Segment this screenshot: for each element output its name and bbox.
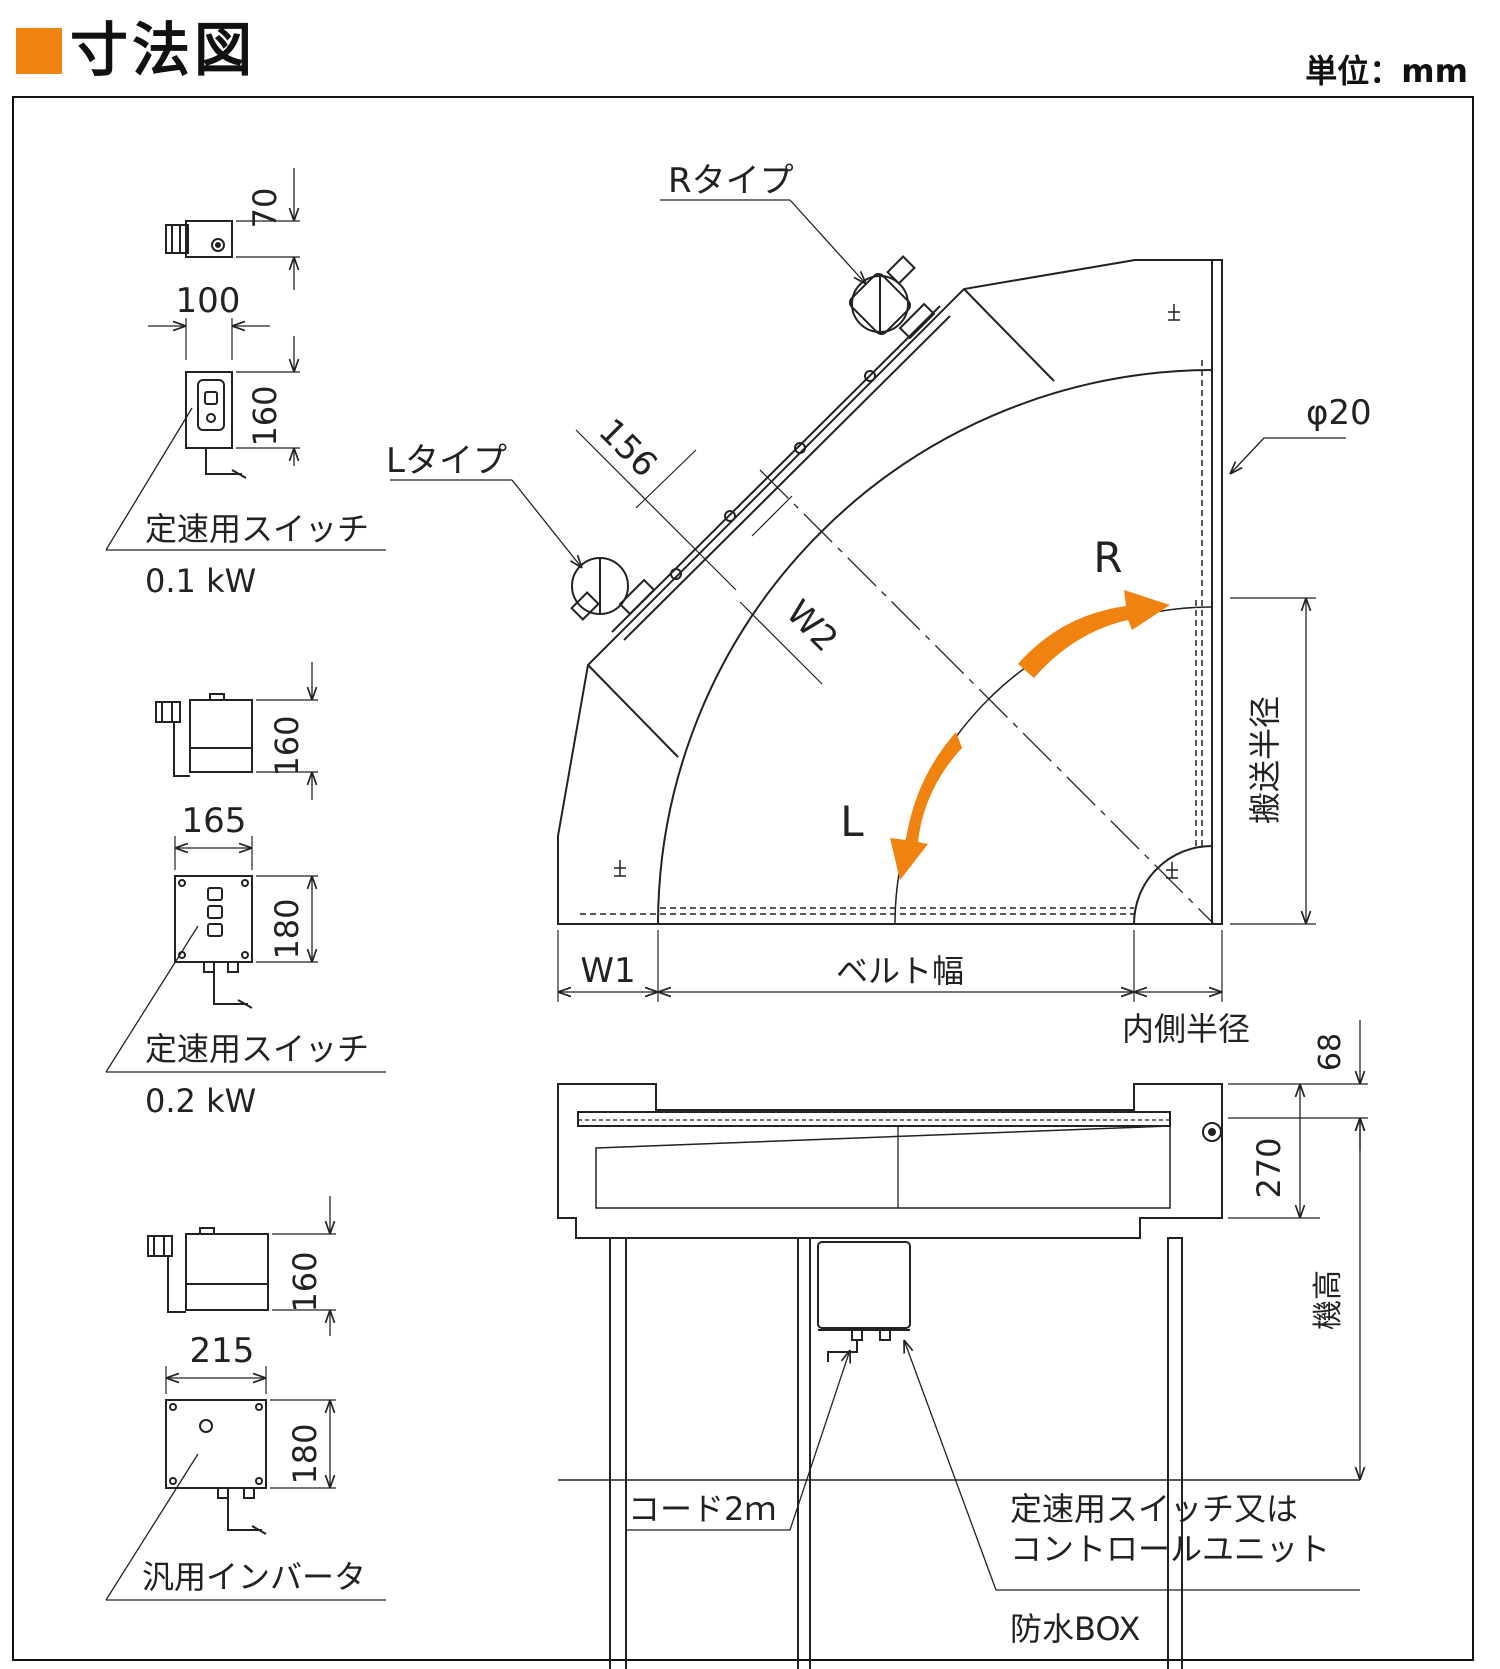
control-box	[817, 1241, 911, 1329]
machine-height-label: 機高	[1311, 1270, 1346, 1330]
unit-label: 単位：mm	[1305, 52, 1468, 90]
anchor-bolt-marks	[614, 304, 1180, 879]
belt-outer-arc	[657, 369, 1213, 925]
switch-01kw-drawing	[105, 168, 386, 551]
switch-01-top-bracket	[165, 224, 189, 254]
belt-width-label: ベルト幅	[836, 952, 964, 990]
switch-01-dim-100: 100	[176, 281, 241, 321]
waterproof-box-label: 防水BOX	[1010, 1610, 1140, 1648]
plan-dim-156: 156	[591, 411, 665, 485]
page-title: 寸法図	[70, 16, 257, 84]
switch-01-top-body	[185, 220, 233, 258]
plan-view	[390, 199, 1346, 1002]
side-dim-270: 270	[1250, 1137, 1288, 1198]
switch-label-line2: コントロールユニット	[1010, 1530, 1330, 1568]
direction-r-label: R	[1093, 533, 1122, 582]
switch-01-label: 定速用スイッチ	[145, 510, 369, 548]
switch-02-dim-165: 165	[182, 801, 247, 841]
switch-01-front-body	[185, 371, 233, 449]
cord-label: コード2ｍ	[628, 1490, 776, 1528]
inverter-dim-160: 160	[286, 1251, 324, 1312]
r-type-motor	[848, 255, 936, 340]
side-frame-outline	[557, 1083, 1223, 1239]
side-dim-68: 68	[1313, 1033, 1348, 1071]
title-marker	[16, 28, 62, 74]
inverter-front-body	[165, 1399, 267, 1489]
l-direction-arrow	[890, 732, 962, 880]
switch-02-dim-180: 180	[268, 898, 306, 959]
phi-20-label: φ20	[1306, 393, 1372, 433]
inverter-side-body	[185, 1233, 269, 1311]
switch-02kw-drawing	[105, 662, 386, 1073]
r-type-label: Rタイプ	[668, 161, 794, 201]
l-type-motor	[570, 557, 656, 621]
direction-arrows	[890, 590, 1170, 880]
inner-radius-arc	[1133, 845, 1213, 925]
inverter-drawing	[105, 1196, 386, 1601]
conveyor-frame-outline	[557, 259, 1223, 925]
inverter-dim-215: 215	[190, 1331, 255, 1371]
drawing-frame	[12, 96, 1474, 1661]
w1-label: W1	[580, 951, 635, 991]
inner-radius-label: 内側半径	[1122, 1010, 1250, 1048]
l-type-label: Lタイプ	[386, 441, 507, 481]
side-elevation	[557, 1020, 1368, 1669]
switch-label-line1: 定速用スイッチ又は	[1010, 1490, 1298, 1528]
switch-02-side-body	[189, 699, 253, 773]
switch-02-power: 0.2 kW	[145, 1082, 256, 1120]
inverter-dim-180: 180	[286, 1423, 324, 1484]
switch-02-label: 定速用スイッチ	[145, 1030, 369, 1068]
inverter-label: 汎用インバータ	[142, 1558, 366, 1596]
switch-02-dim-160: 160	[268, 715, 306, 776]
direction-l-label: L	[840, 797, 864, 846]
switch-01-dim-70: 70	[246, 188, 284, 229]
switch-01-dim-160: 160	[246, 385, 284, 446]
switch-01-power: 0.1 kW	[145, 562, 256, 600]
transport-radius-label: 搬送半径	[1246, 696, 1284, 824]
r-direction-arrow	[1018, 590, 1170, 678]
